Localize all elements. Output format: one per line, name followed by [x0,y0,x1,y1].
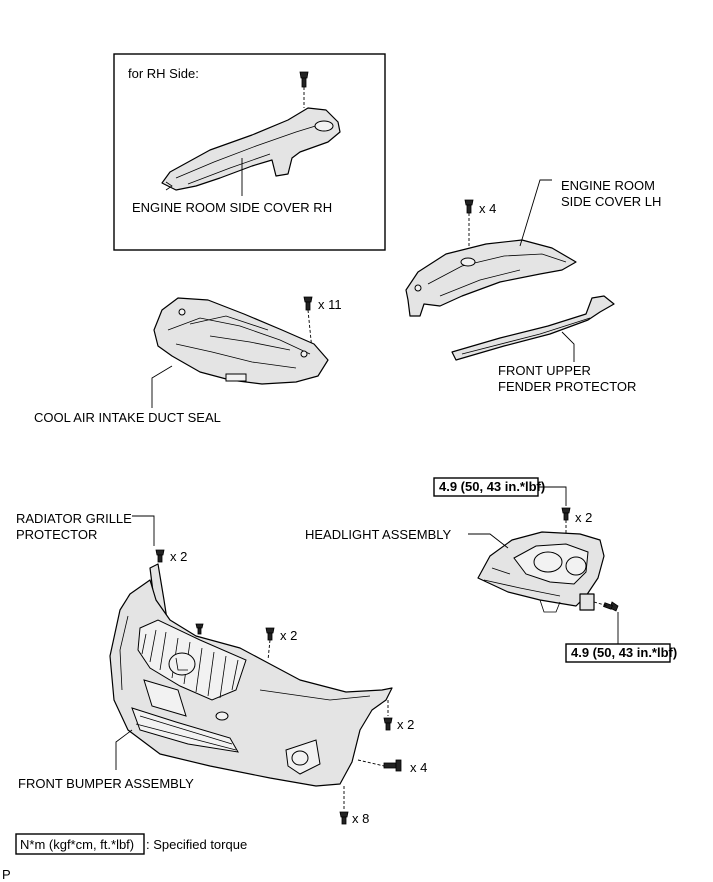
bumper-label: FRONT BUMPER ASSEMBLY [18,776,194,791]
torque-legend: N*m (kgf*cm, ft.*lbf) : Specified torque [15,833,247,855]
torque-top-leader [538,486,567,506]
torque-headlight-top-value: 4.9 (50, 43 in.*lbf) [439,479,545,494]
bumper-lower-qty: x 8 [352,811,369,826]
lh-cover-leader [519,179,552,247]
bumper-screws-qty: x 4 [410,760,427,775]
torque-box-headlight-side [565,643,671,663]
fender-protector-leader [561,331,575,362]
bumper-lower-clip-icon [339,811,349,825]
front-bumper-assembly [109,579,393,787]
lh-cover-clip-icon [464,199,474,214]
bumper-group: x 2 [18,579,427,826]
lh-cover-group: x 4 ENGINE ROOM SIDE COVER LH FRONT UPPE… [405,178,661,394]
inset-title: for RH Side: [128,66,199,81]
bumper-side-qty: x 2 [397,717,414,732]
bumper-upper-qty: x 2 [280,628,297,643]
lh-cover-label-line1: ENGINE ROOM [561,178,655,193]
legend-box [15,833,145,855]
corner-mark: P [2,867,11,882]
torque-headlight-side-value: 4.9 (50, 43 in.*lbf) [571,645,677,660]
bumper-upper-clip-icon [265,627,275,641]
grille-protector-leader [132,515,155,546]
grille-protector-qty: x 2 [170,549,187,564]
grille-protector-clip-icon [155,549,165,563]
headlight-assembly [477,531,605,613]
headlight-top-bolt-icon [561,507,571,521]
emblem-icon [168,652,196,676]
engine-room-side-cover-lh [405,239,577,317]
bumper-upper-clip-small-icon [195,623,204,635]
cool-air-intake-duct-seal [153,297,329,385]
bumper-upper-dash-line [267,639,271,661]
bumper-side-clip-icon [383,717,393,731]
front-upper-fender-protector [451,295,615,361]
grille-protector-label-line1: RADIATOR GRILLE [16,511,132,526]
duct-seal-leader [151,365,173,408]
headlight-group: 4.9 (50, 43 in.*lbf) x 2 HEADLIGHT ASSEM… [305,477,677,663]
headlight-top-qty: x 2 [575,510,592,525]
headlight-leader [468,533,509,549]
rh-side-inset: for RH Side: ENGINE ROOM SIDE COVER RH [113,53,386,251]
rh-cover-label: ENGINE ROOM SIDE COVER RH [132,200,332,215]
license-plate-holder [143,679,187,717]
lh-cover-qty: x 4 [479,201,496,216]
duct-seal-label: COOL AIR INTAKE DUCT SEAL [34,410,221,425]
fender-protector-label-line2: FENDER PROTECTOR [498,379,636,394]
duct-seal-dash-line [307,309,313,351]
grille-protector-label-line2: PROTECTOR [16,527,97,542]
grille-protector-group: RADIATOR GRILLE PROTECTOR x 2 [16,511,187,629]
duct-seal-qty: x 11 [318,297,342,312]
fender-protector-label-line1: FRONT UPPER [498,363,591,378]
duct-seal-group: x 11 COOL AIR INTAKE DUCT SEAL [34,296,342,425]
bumper-screw-dash-line [357,759,385,767]
legend-unit: N*m (kgf*cm, ft.*lbf) [20,837,134,852]
bumper-leader [115,729,133,770]
legend-meaning: : Specified torque [146,837,247,852]
engine-room-side-cover-rh [161,107,341,191]
headlight-label: HEADLIGHT ASSEMBLY [305,527,452,542]
duct-seal-clip-icon [303,296,313,311]
headlight-side-bolt-icon [603,601,619,612]
lh-cover-label-line2: SIDE COVER LH [561,194,661,209]
bumper-screw-icon [383,759,402,772]
headlight-side-dash-line [593,601,609,607]
